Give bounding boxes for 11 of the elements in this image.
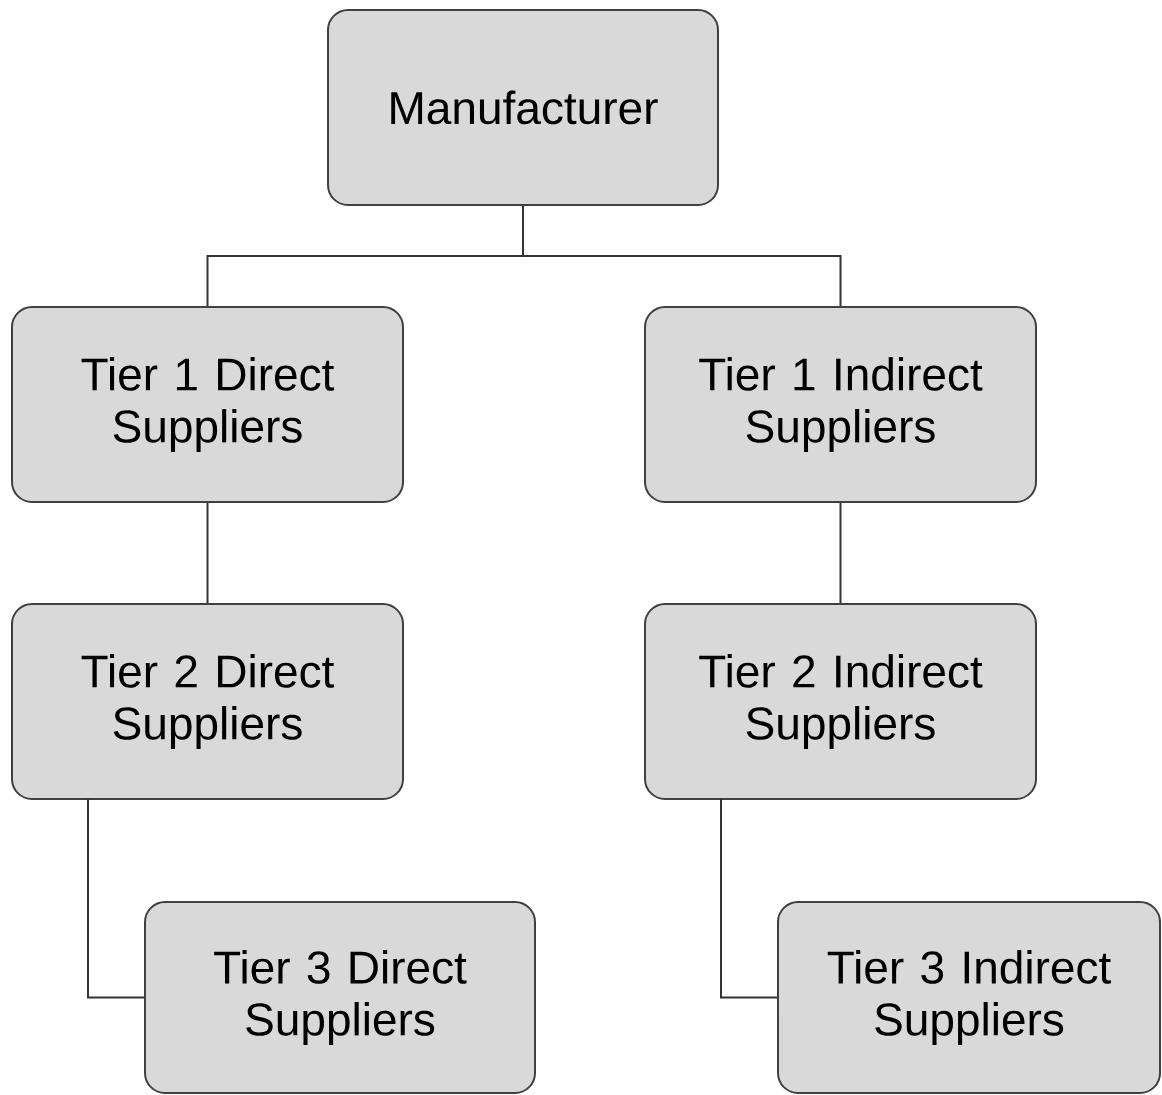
connector-line [87, 798, 145, 999]
supplier-box: Tier 2 Direct Suppliers [11, 603, 404, 800]
supplier-box: Tier 3 Indirect Suppliers [777, 901, 1161, 1094]
supplier-box: Tier 3 Direct Suppliers [144, 901, 536, 1094]
supplier-box: Tier 1 Indirect Suppliers [644, 306, 1037, 503]
connector-line [839, 502, 842, 604]
supplier-box: Manufacturer [327, 8, 719, 206]
connector-line [720, 798, 778, 999]
connector-line [206, 502, 209, 604]
supplier-box: Tier 2 Indirect Suppliers [644, 603, 1037, 800]
supplier-box: Tier 1 Direct Suppliers [11, 306, 404, 503]
